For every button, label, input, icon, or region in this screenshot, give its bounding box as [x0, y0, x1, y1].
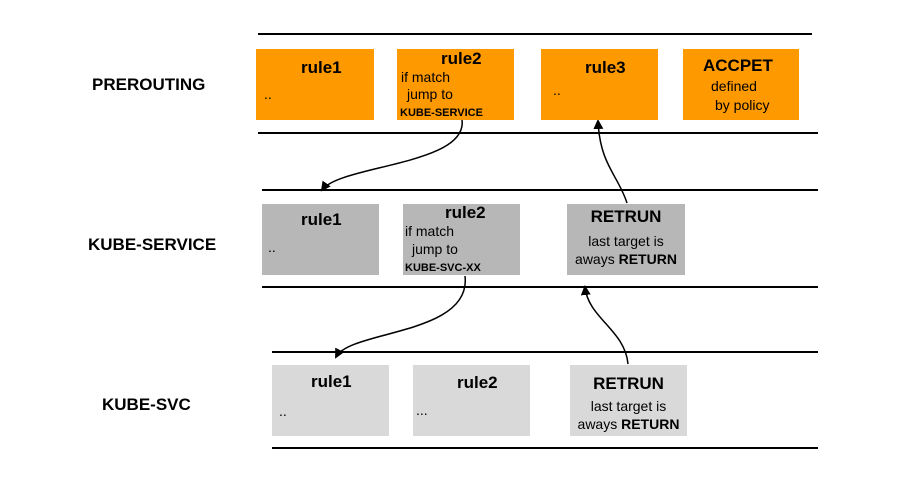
kube-svc-rule1-box: rule1 ..	[272, 365, 389, 436]
box-line2: jump to	[407, 86, 453, 102]
jump-arrow-kube-service-to-kube-svc	[335, 275, 466, 359]
box-text: ...	[416, 402, 428, 418]
chain-label-kube-service: KUBE-SERVICE	[88, 235, 217, 254]
box-title: rule2	[445, 203, 486, 222]
box-line2-prefix: aways	[577, 416, 618, 432]
chain-label-kube-svc: KUBE-SVC	[102, 395, 191, 414]
return-arrow-kube-service-to-prerouting	[593, 119, 628, 204]
box-line2: jump to	[412, 241, 458, 257]
box-title: rule1	[311, 372, 352, 391]
kube-service-return-box: RETRUN last target is aways RETURN	[567, 204, 685, 275]
box-title: RETRUN	[590, 207, 662, 226]
box-title: RETRUN	[593, 374, 664, 393]
box-line1: if match	[405, 223, 455, 239]
prerouting-accept-policy-box: ACCPET defined by policy	[683, 49, 799, 120]
box-line1: defined	[711, 78, 757, 94]
return-target: RETURN	[618, 251, 677, 267]
kube-service-rule1-box: rule1 ..	[262, 204, 379, 275]
prerouting-rule3-box: rule3 ..	[541, 49, 658, 120]
jump-target-label: KUBE-SVC-XX	[405, 262, 481, 274]
jump-arrow-prerouting-to-kube-service	[320, 119, 463, 192]
box-title: rule3	[585, 58, 626, 77]
chain-label-prerouting: PREROUTING	[92, 75, 206, 94]
box-line1: last target is	[588, 233, 664, 249]
box-line1: if match	[401, 69, 451, 85]
kube-svc-rule2-box: rule2 ...	[413, 365, 530, 436]
return-arrow-kube-svc-to-kube-service	[580, 285, 629, 365]
box-title: rule1	[301, 210, 342, 229]
prerouting-rule2-box: rule2 if match jump to KUBE-SERVICE	[397, 49, 514, 120]
box-line2: by policy	[715, 97, 770, 113]
return-target: RETURN	[621, 416, 680, 432]
box-line2: aways RETURN	[570, 416, 687, 433]
box-title: ACCPET	[703, 56, 773, 75]
kube-svc-return-box: RETRUN last target is aways RETURN	[570, 365, 687, 436]
box-line2: aways RETURN	[567, 251, 685, 268]
box-line2-prefix: aways	[575, 251, 615, 267]
box-title: rule2	[457, 373, 498, 392]
box-text: ..	[553, 82, 561, 98]
box-text: ..	[268, 239, 276, 255]
box-text: ..	[264, 86, 272, 102]
box-line1: last target is	[590, 398, 667, 414]
prerouting-rule1-box: rule1 ..	[256, 49, 374, 120]
box-text: ..	[279, 403, 287, 419]
jump-target-label: KUBE-SERVICE	[400, 107, 483, 119]
box-title: rule2	[441, 49, 482, 68]
kube-service-rule2-box: rule2 if match jump to KUBE-SVC-XX	[403, 204, 520, 275]
box-title: rule1	[301, 58, 342, 77]
